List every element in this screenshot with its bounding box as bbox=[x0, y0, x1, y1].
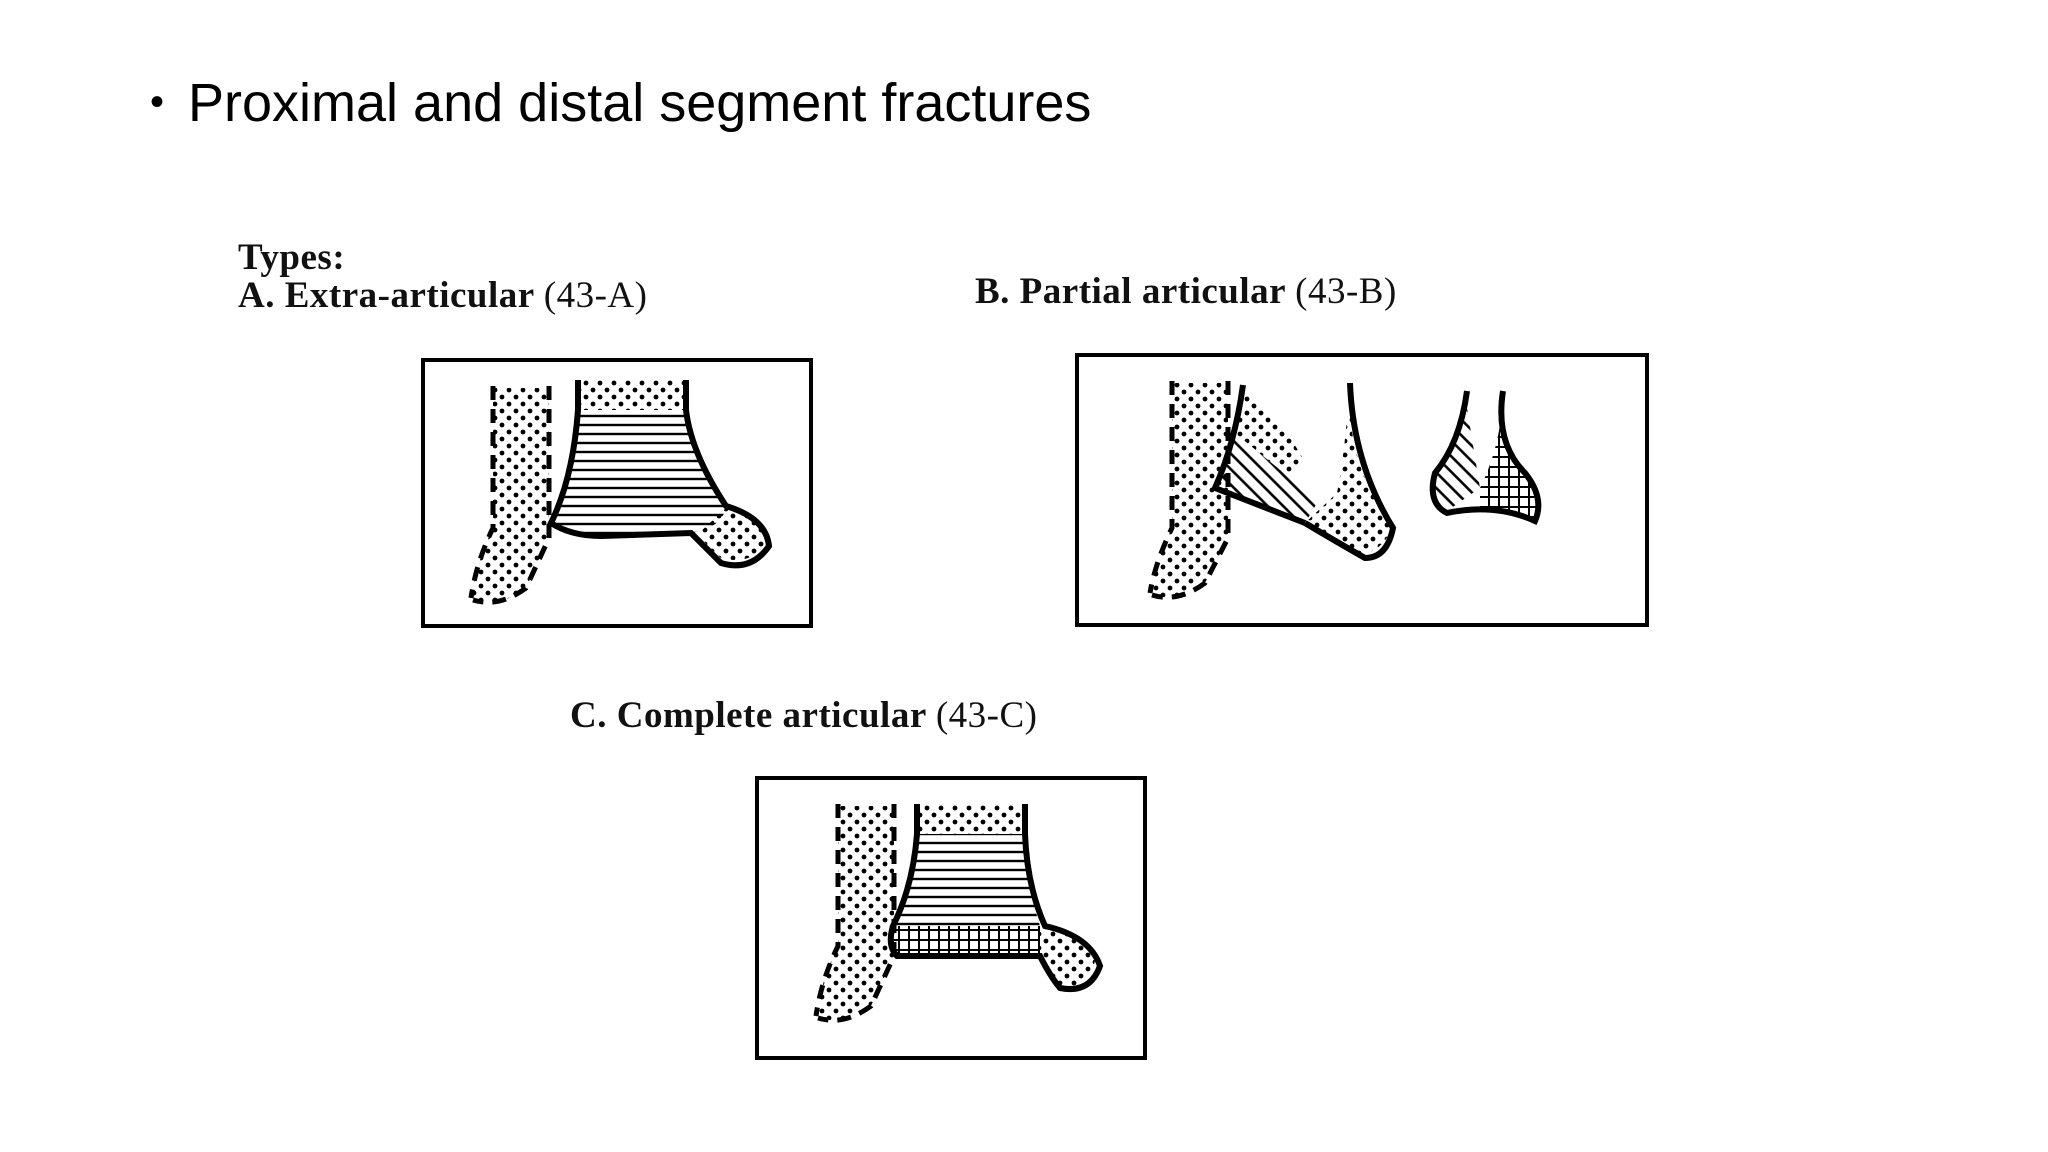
type-c-code: (43-C) bbox=[935, 695, 1038, 736]
slide-bullet: • Proximal and distal segment fractures bbox=[150, 72, 1091, 134]
type-a-diagram bbox=[421, 358, 813, 630]
type-c-diagram bbox=[755, 776, 1147, 1062]
type-b-diagram bbox=[1075, 353, 1649, 629]
type-a-label: A. Extra-articular (43-A) bbox=[238, 274, 647, 317]
type-a-name: A. Extra-articular bbox=[238, 275, 535, 316]
type-a-code: (43-A) bbox=[543, 275, 648, 316]
bullet-marker: • bbox=[150, 80, 165, 124]
bullet-text: Proximal and distal segment fractures bbox=[188, 73, 1092, 133]
type-b-code: (43-B) bbox=[1295, 271, 1397, 312]
type-c-name: C. Complete articular bbox=[570, 695, 927, 736]
type-b-label: B. Partial articular (43-B) bbox=[975, 270, 1397, 313]
types-heading: Types: bbox=[238, 237, 346, 278]
type-b-name: B. Partial articular bbox=[975, 271, 1286, 312]
type-c-label: C. Complete articular (43-C) bbox=[570, 694, 1038, 737]
